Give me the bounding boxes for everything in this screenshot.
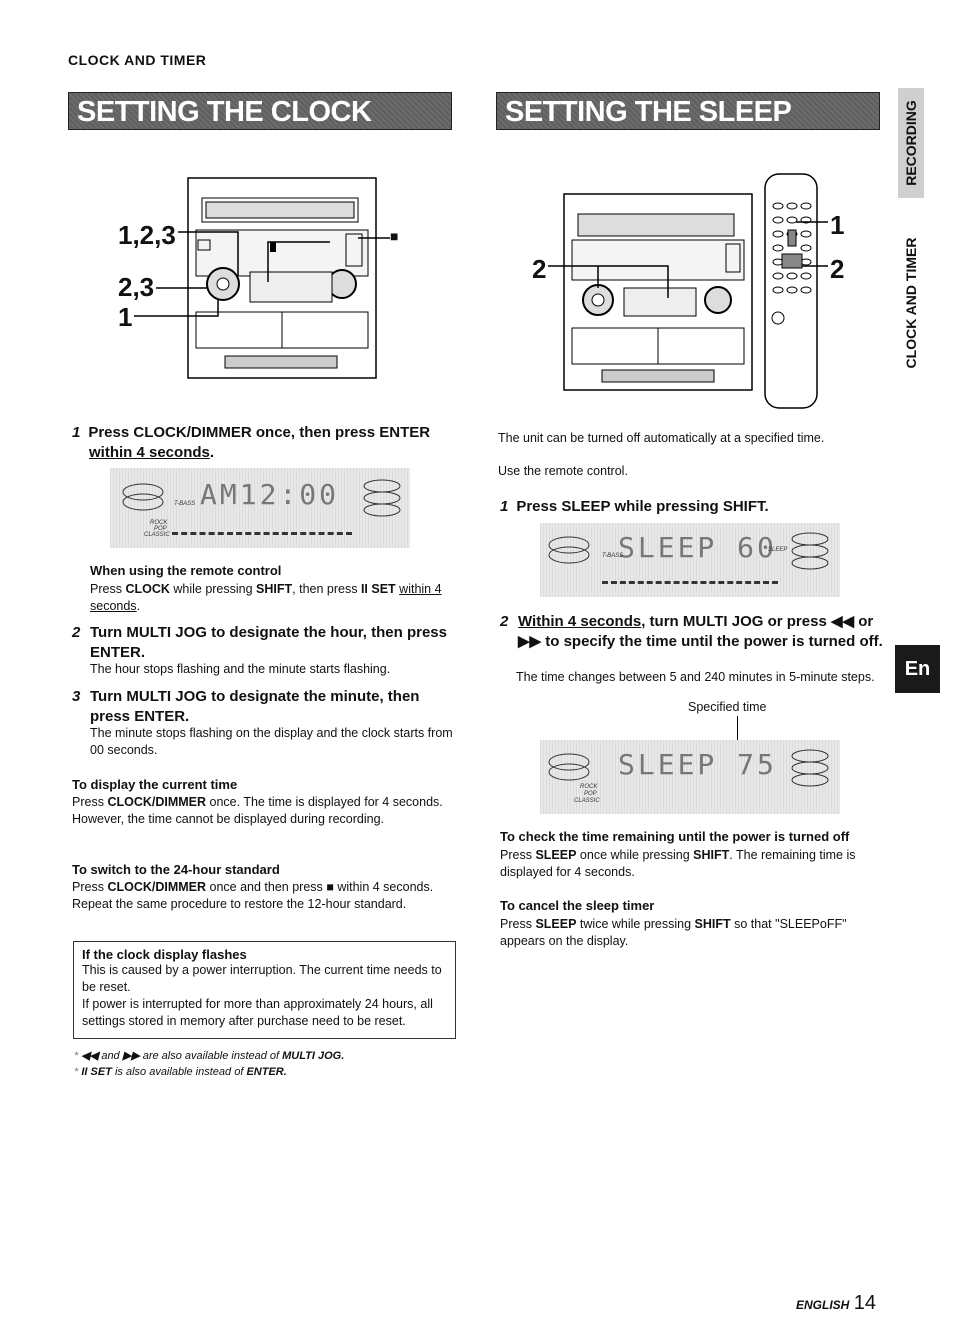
lcd-classic: CLASSIC [144,532,170,538]
sleep-intro-1: The unit can be turned off automatically… [498,431,825,445]
lcd-clock-readout: AM12:00 [200,478,340,511]
side-tab-clock-timer: CLOCK AND TIMER [903,237,919,369]
lcd-rock-2: ROCK [580,784,598,790]
lcd-pop: POP [154,526,167,532]
lcd-pop-2: POP [584,791,597,797]
figure-label-2-left: 2 [532,254,547,284]
specified-time-label: Specified time [688,700,767,714]
note-box-clock-flashes: If the clock display flashes This is cau… [73,941,456,1039]
lcd-tbass-2: T-BASS [602,553,624,559]
clock-step-2-body: The hour stops flashing and the minute s… [90,662,391,676]
figure-label-23: 2,3 [118,272,155,302]
clock-step-3-body: The minute stops flashing on the display… [90,726,453,757]
side-tab: RECORDING CLOCK AND TIMER [898,88,924,398]
lcd-rock: ROCK [150,520,168,526]
check-time-body: Press SLEEP once while pressing SHIFT. T… [500,848,856,879]
sleep-step-2-body: The time changes between 5 and 240 minut… [516,670,875,684]
remote-instructions: Press CLOCK while pressing SHIFT, then p… [90,582,442,613]
footnote-1: * ◀◀ and ▶▶ are also available instead o… [74,1050,345,1062]
footer-language: ENGLISH [796,1298,850,1312]
remote-heading: When using the remote control [90,563,282,578]
language-tab: En [895,645,940,693]
stereo-illustration-left: 1,2,3 2,3 1 ■ [100,170,410,385]
figure-label-1-right: 1 [830,210,845,240]
sleep-intro-2: Use the remote control. [498,464,628,478]
specified-time-pointer [737,716,738,744]
check-time-heading: To check the time remaining until the po… [500,829,850,844]
lcd-classic-2: CLASSIC [574,798,600,804]
note-p2: If power is interrupted for more than ap… [82,997,433,1028]
page-number: 14 [853,1292,877,1314]
banner-setting-clock: SETTING THE CLOCK [68,92,452,130]
cancel-sleep-heading: To cancel the sleep timer [500,898,655,913]
sleep-step-2: 2 Within 4 seconds, turn MULTI JOG or pr… [500,613,883,650]
lcd-display-sleep-60: SLEEP 60 SLEEP T-BASS [540,523,840,597]
figure-label-stop: ■ [390,228,399,244]
figure-label-1: 1 [118,302,133,332]
lcd-sleep-75-readout: SLEEP 75 [618,748,777,781]
display-time-body: Press CLOCK/DIMMER once. The time is dis… [72,795,443,826]
lcd-sleep-tag: SLEEP [768,547,788,553]
side-tab-recording: RECORDING [903,100,919,186]
switch-24h-body: Press CLOCK/DIMMER once and then press ■… [72,880,434,911]
lcd-display-clock: AM12:00 T-BASS ROCK POP CLASSIC [110,468,410,548]
banner-setting-sleep-timer: SETTING THE SLEEP TIMER [496,92,880,166]
display-time-heading: To display the current time [72,777,238,792]
note-p1: This is caused by a power interruption. … [82,963,442,994]
figure-label-2-right: 2 [830,254,845,284]
note-heading: If the clock display flashes [82,947,247,962]
section-heading: CLOCK AND TIMER [68,52,207,68]
lcd-tbass: T-BASS [174,501,196,507]
lcd-sleep-60-readout: SLEEP 60 [618,531,777,564]
lcd-display-sleep-75: SLEEP 75 ROCK POP CLASSIC [540,740,840,814]
page-footer: ENGLISH 14 [796,1292,876,1315]
footnote-2: * II SET is also available instead of EN… [74,1066,287,1078]
figure-label-123: 1,2,3 [118,220,176,250]
stereo-illustration-right: 2 1 2 [530,170,860,415]
switch-24h-heading: To switch to the 24-hour standard [72,862,280,877]
cancel-sleep-body: Press SLEEP twice while pressing SHIFT s… [500,917,847,948]
